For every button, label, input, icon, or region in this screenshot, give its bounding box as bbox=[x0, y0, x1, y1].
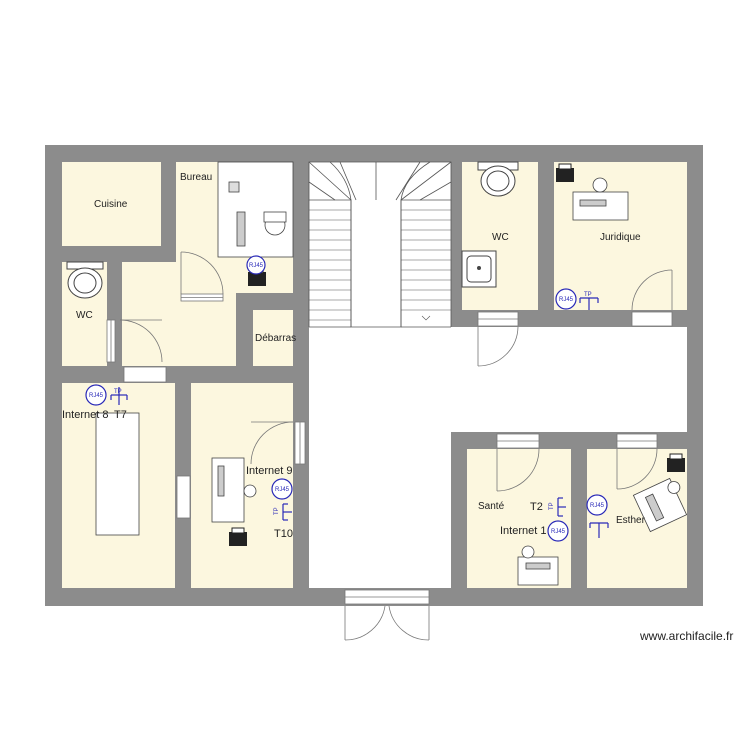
staircase bbox=[308, 161, 452, 328]
tp-juridique-icon bbox=[579, 297, 599, 310]
svg-text:RJ45: RJ45 bbox=[275, 487, 290, 493]
desk-juridique bbox=[572, 177, 629, 221]
tp-sante-label: TP bbox=[549, 502, 555, 510]
desk-internet9 bbox=[211, 457, 257, 523]
desk-esther bbox=[632, 477, 688, 533]
rj45-juridique-icon: RJ45 bbox=[555, 288, 577, 310]
label-internet1: Internet 1 bbox=[500, 525, 546, 537]
tp-esther-icon bbox=[589, 522, 609, 538]
doors bbox=[106, 251, 673, 641]
rj45-bureau-icon: RJ45 bbox=[246, 255, 266, 275]
label-t7: T7 bbox=[114, 409, 127, 421]
desk-bureau bbox=[217, 161, 294, 258]
label-juridique: Juridique bbox=[600, 232, 641, 243]
room-entry-left[interactable] bbox=[122, 262, 236, 366]
label-t2: T2 bbox=[530, 501, 543, 513]
label-t10: T10 bbox=[274, 528, 293, 540]
printer-esther-icon bbox=[667, 453, 685, 472]
desk-internet8 bbox=[95, 412, 140, 536]
svg-text:RJ45: RJ45 bbox=[559, 297, 574, 303]
hall-corridor[interactable] bbox=[451, 327, 687, 432]
label-cuisine: Cuisine bbox=[94, 199, 128, 210]
svg-text:RJ45: RJ45 bbox=[551, 529, 566, 535]
label-internet8: Internet 8 bbox=[62, 409, 108, 421]
toilet-left-icon bbox=[66, 261, 104, 299]
rj45-internet9-icon: RJ45 bbox=[271, 478, 293, 500]
rj45-esther-icon: RJ45 bbox=[586, 494, 608, 516]
label-wc-top: WC bbox=[492, 232, 509, 243]
label-sante: Santé bbox=[478, 501, 505, 512]
svg-text:RJ45: RJ45 bbox=[590, 503, 605, 509]
svg-text:RJ45: RJ45 bbox=[89, 393, 104, 399]
tp-juridique-label: TP bbox=[584, 292, 592, 298]
sink-icon bbox=[461, 250, 497, 288]
label-internet9: Internet 9 bbox=[246, 465, 292, 477]
tp-internet8-label: TP bbox=[114, 389, 122, 395]
printer-internet9-icon bbox=[229, 527, 247, 546]
label-bureau: Bureau bbox=[180, 172, 212, 183]
label-esther: Esther bbox=[616, 515, 646, 526]
rj45-internet8-icon: RJ45 bbox=[85, 384, 107, 406]
stair-steps bbox=[309, 209, 451, 321]
room-cuisine[interactable] bbox=[62, 162, 161, 246]
tp-internet9-label: TP bbox=[274, 507, 280, 515]
rj45-internet1-icon: RJ45 bbox=[547, 520, 569, 542]
archifacile-credit[interactable]: www.archifacile.fr bbox=[640, 629, 734, 643]
printer-juridique-icon bbox=[556, 163, 574, 182]
room-debarras[interactable] bbox=[253, 310, 293, 366]
label-debarras: Débarras bbox=[255, 333, 296, 344]
desk-sante bbox=[517, 545, 559, 586]
room-juridique[interactable] bbox=[554, 162, 687, 310]
svg-text:RJ45: RJ45 bbox=[249, 263, 264, 269]
tp-internet9-icon bbox=[282, 503, 292, 521]
tp-sante-icon bbox=[557, 497, 566, 517]
tp-internet8-icon bbox=[110, 387, 128, 405]
label-wc-left: WC bbox=[76, 310, 93, 321]
toilet-top-icon bbox=[477, 161, 519, 197]
